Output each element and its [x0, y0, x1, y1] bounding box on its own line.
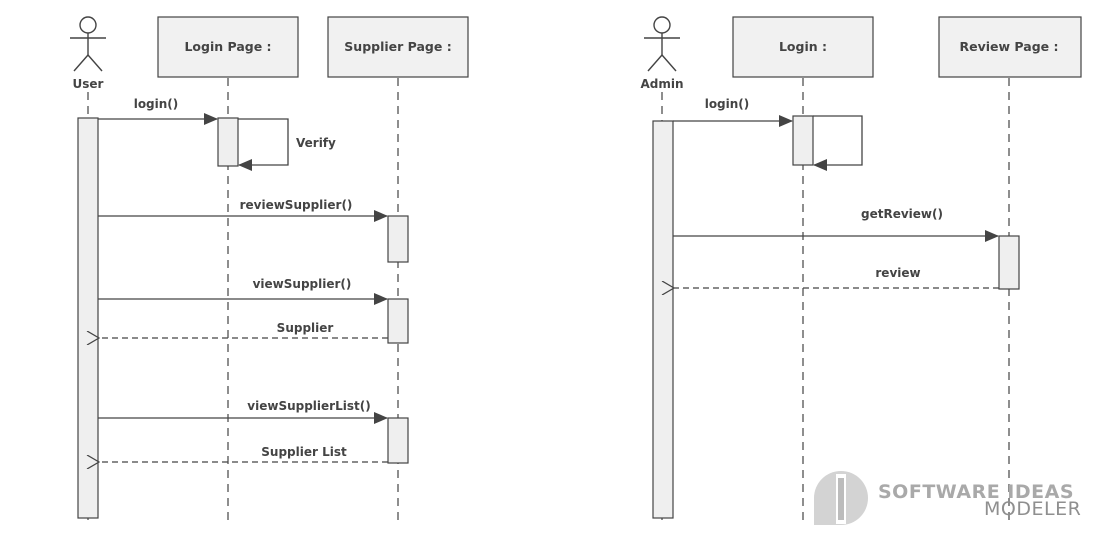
message-verify-label: Verify — [296, 136, 336, 150]
return-supplier-label: Supplier — [277, 321, 334, 335]
watermark-line1: SOFTWARE IDEAS — [878, 481, 1074, 503]
watermark-line2: MODELER — [984, 498, 1081, 520]
message-verify[interactable]: Verify — [238, 118, 336, 171]
supplier-page-activation-bar-3 — [387, 417, 409, 464]
message-login[interactable]: login() — [98, 97, 218, 125]
user-actor[interactable]: User — [70, 16, 106, 91]
login-page-activation-bar — [217, 117, 239, 167]
admin-actor[interactable]: Admin — [640, 16, 684, 91]
login-page-object-label: Login Page : — [184, 39, 271, 54]
left-sequence-diagram: User Login Page : Supplier Page : login(… — [70, 16, 469, 520]
admin-actor-label: Admin — [640, 77, 683, 91]
return-supplier-list[interactable]: Supplier List — [99, 445, 388, 462]
message-login-label: login() — [134, 97, 179, 111]
login-object[interactable]: Login : — [732, 16, 874, 78]
message-login-self[interactable] — [813, 115, 863, 171]
watermark-logo-icon — [814, 471, 868, 525]
admin-activation-bar — [652, 120, 674, 519]
login-activation-bar — [792, 115, 814, 166]
supplier-page-object-label: Supplier Page : — [344, 39, 451, 54]
review-page-object-label: Review Page : — [960, 39, 1059, 54]
message-review-supplier[interactable]: reviewSupplier() — [98, 198, 388, 222]
supplier-page-activation-bar-2 — [387, 298, 409, 344]
actor-head-icon — [653, 16, 671, 34]
message-view-supplier-list-label: viewSupplierList() — [247, 399, 370, 413]
return-supplier-list-label: Supplier List — [261, 445, 347, 459]
message-admin-login-label: login() — [705, 97, 750, 111]
actor-head-icon — [79, 16, 97, 34]
user-actor-label: User — [73, 77, 104, 91]
message-get-review-label: getReview() — [861, 207, 943, 221]
supplier-page-object[interactable]: Supplier Page : — [327, 16, 469, 78]
message-view-supplier[interactable]: viewSupplier() — [98, 277, 388, 305]
login-object-label: Login : — [779, 39, 827, 54]
review-page-activation-bar — [998, 235, 1020, 290]
review-page-object[interactable]: Review Page : — [938, 16, 1082, 78]
return-supplier[interactable]: Supplier — [99, 321, 388, 338]
message-review-supplier-label: reviewSupplier() — [240, 198, 353, 212]
supplier-page-activation-bar-1 — [387, 215, 409, 263]
right-sequence-diagram: Admin Login : Review Page : login() getR… — [640, 16, 1082, 520]
message-view-supplier-list[interactable]: viewSupplierList() — [98, 399, 388, 424]
software-ideas-modeler-watermark: SOFTWARE IDEAS MODELER — [814, 471, 1081, 525]
message-view-supplier-label: viewSupplier() — [253, 277, 352, 291]
user-activation-bar — [77, 117, 99, 519]
return-review[interactable]: review — [674, 266, 999, 288]
message-get-review[interactable]: getReview() — [673, 207, 999, 242]
login-page-object[interactable]: Login Page : — [157, 16, 299, 78]
message-admin-login[interactable]: login() — [673, 97, 793, 127]
return-review-label: review — [875, 266, 920, 280]
